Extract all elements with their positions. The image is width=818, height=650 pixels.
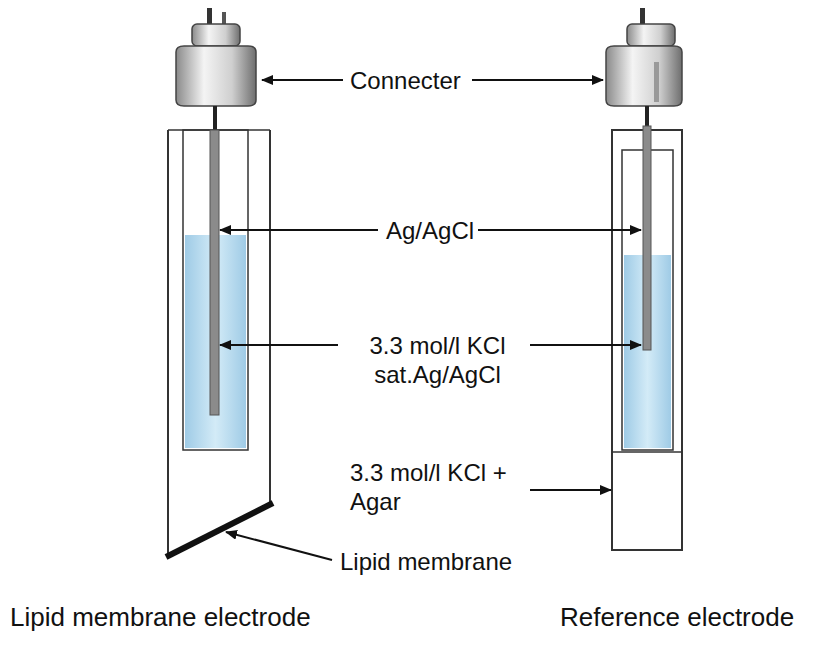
part-label: Ag/AgCl <box>386 216 474 245</box>
electrode-caption: Reference electrode <box>560 603 794 632</box>
lipid-electrode-drawing <box>166 8 273 557</box>
solution-label: 3.3 mol/l KCl sat.Ag/AgCl <box>345 331 530 389</box>
part-label: Lipid membrane <box>340 547 512 576</box>
solution-label: 3.3 mol/l KCl + Agar <box>350 458 530 516</box>
reference-electrode-drawing <box>606 8 682 550</box>
part-label: Connecter <box>350 66 461 95</box>
leader-arrows <box>220 80 641 560</box>
electrode-caption: Lipid membrane electrode <box>10 603 311 632</box>
